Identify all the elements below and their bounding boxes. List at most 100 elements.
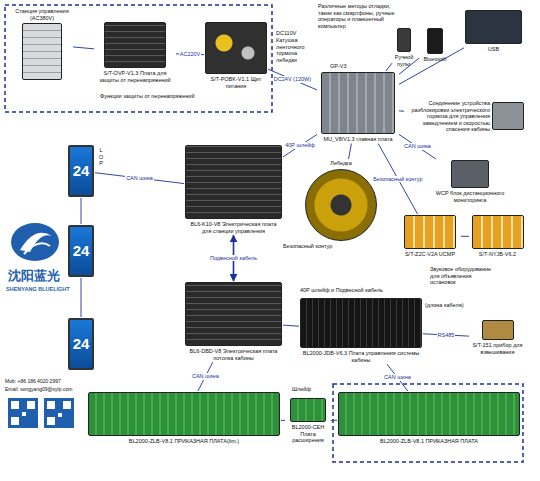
connector-label: CAN шина — [403, 143, 432, 150]
component-label: BL2000-ZLB-V8.1 ПРИКАЗНАЯ ПЛАТА(lim.) — [89, 438, 279, 445]
annotation-text: Катушка ленточного тормоза лебедки — [276, 37, 318, 63]
component-image — [88, 392, 280, 436]
connector — [399, 110, 404, 111]
component-label: S/T-151 прибор для взвешивания — [470, 342, 525, 355]
component-image — [104, 22, 166, 68]
connector-label: CAN шина — [125, 175, 154, 182]
main-board: MU_V8/V1.3 главная плата — [318, 72, 398, 143]
connector — [95, 173, 184, 184]
component-image — [290, 398, 326, 422]
car-control-board: BL2000-JDB-V6.3 Плата управления системы… — [300, 298, 422, 363]
connector-label: AC220V — [179, 51, 202, 58]
connector-label: RS485 — [437, 332, 456, 339]
connector — [283, 134, 317, 156]
annotation-text: Email: songyang09@sylp.com — [5, 386, 72, 392]
group-outline — [333, 384, 523, 462]
annotation-text: DC110V — [276, 30, 296, 37]
group-outline — [5, 5, 272, 112]
smartphone: Bluetooth — [420, 28, 450, 63]
connector-label: Безопасный контур — [372, 176, 423, 183]
monitoring-unit: WCP блок дистанционного мониторинга — [430, 160, 510, 203]
connector — [281, 420, 285, 421]
connector — [73, 47, 94, 49]
connector-label: CAN шина — [191, 373, 220, 380]
connector — [386, 63, 392, 71]
component-image — [482, 320, 514, 340]
component-image — [451, 160, 489, 188]
component-image — [338, 392, 520, 436]
component-image — [427, 28, 443, 54]
command-board: BL2000-ZLB-V8.1 ПРИКАЗНАЯ ПЛАТА — [338, 392, 520, 445]
component-image — [185, 282, 282, 346]
car-top-board: BL6-DBD-V8 Электрическая плата потолка к… — [185, 282, 282, 361]
connector — [81, 278, 82, 317]
connector — [268, 69, 317, 90]
annotation-text: Различные методы отладки, такие как смар… — [318, 3, 403, 29]
handheld-operator: Ручной пульт — [393, 28, 415, 67]
component-label: BL2000-JDB-V6.3 Плата управления системы… — [301, 350, 421, 363]
component-label: BL6-DBD-V8 Электрическая плата потолка к… — [186, 348, 281, 361]
qr-code — [8, 398, 74, 428]
component-label: S/T-Z2C-V2A UCMP — [400, 251, 460, 258]
lop-display: 24 — [68, 145, 94, 197]
component-image — [465, 10, 522, 44]
laptop: USB — [465, 10, 522, 53]
floor-number: 24 — [73, 162, 90, 180]
expansion-board: BL2000-CEH Плата расширения — [286, 398, 330, 444]
connector — [349, 144, 352, 159]
component-label: S/T-POBK-V1.1 Щит питания — [205, 76, 267, 89]
annotation-text: GP-V3 — [330, 63, 347, 70]
component-image — [404, 215, 456, 249]
connector — [461, 236, 469, 237]
component-label: Станция управления (AC380V) — [12, 8, 72, 21]
component-label: S/T-OVP-V1.3 Плата для защиты от перенап… — [95, 70, 175, 83]
component-label: MU_V8/V1.3 главная плата — [318, 136, 398, 143]
annotation-text: Функции защиты от перенапряжений — [100, 93, 200, 100]
protection-board: S/T-OVP-V1.3 Плата для защиты от перенап… — [95, 22, 175, 83]
connector — [399, 134, 436, 159]
connector — [331, 420, 337, 421]
component-label: BL2000-ZLB-V8.1 ПРИКАЗНАЯ ПЛАТА — [339, 438, 519, 445]
connector-label: CAN шина — [383, 374, 412, 381]
component-label: WCP блок дистанционного мониторинга — [430, 190, 510, 203]
component-image — [305, 169, 377, 241]
lop-display: 24 — [68, 318, 94, 370]
component-image — [321, 72, 395, 134]
component-label: S/T-NYJB-V6.2 — [470, 251, 525, 258]
component-label: Bluetooth — [420, 56, 450, 63]
relay-board: S/T-Z2C-V2A UCMP — [400, 215, 460, 258]
connector-label: Подвесной кабель — [209, 255, 258, 262]
component-image — [300, 298, 422, 348]
component-label: Лебедка — [306, 160, 376, 167]
traction-machine: Лебедка — [305, 160, 377, 241]
floor-number: 24 — [73, 335, 90, 353]
connector — [81, 198, 82, 224]
component-image — [472, 215, 524, 249]
load-weighing-device: S/T-151 прибор для взвешивания — [470, 320, 525, 355]
brake-release-device: Соединение устройства разблокировки элек… — [405, 100, 524, 133]
cabinet-board: BL6-K10-V8 Электрическая плата для станц… — [185, 145, 282, 234]
annotation-text: Шлейф — [292, 386, 311, 393]
connector — [283, 325, 299, 326]
annotation-text: Звуковое оборудование для объявления ост… — [430, 266, 492, 286]
annotation-text: L O P — [99, 147, 103, 167]
component-image — [22, 23, 62, 80]
component-image — [397, 28, 411, 52]
component-label: BL2000-CEH Плата расширения — [286, 424, 330, 444]
annotation-text: Безопасный контур — [283, 243, 332, 250]
component-label: BL6-K10-V8 Электрическая плата для станц… — [186, 221, 281, 234]
component-label: Соединение устройства разблокировки элек… — [405, 100, 490, 133]
connector-label: 40Р шлейф — [284, 142, 316, 149]
component-label: USB — [466, 46, 521, 53]
connector-label: DC24V (120W) — [273, 76, 312, 83]
component-label: Ручной пульт — [393, 54, 415, 67]
annotation-text: (длина кабеля) — [425, 302, 464, 309]
command-board: BL2000-ZLB-V8.1 ПРИКАЗНАЯ ПЛАТА(lim.) — [88, 392, 280, 445]
relay-board: S/T-NYJB-V6.2 — [470, 215, 525, 258]
company-logo — [11, 223, 59, 261]
floor-number: 24 — [73, 242, 90, 260]
power-board: S/T-POBK-V1.1 Щит питания — [205, 22, 267, 89]
component-image — [205, 22, 267, 74]
annotation-text: 40Р шлейф и Подвесной кабель — [300, 287, 383, 294]
